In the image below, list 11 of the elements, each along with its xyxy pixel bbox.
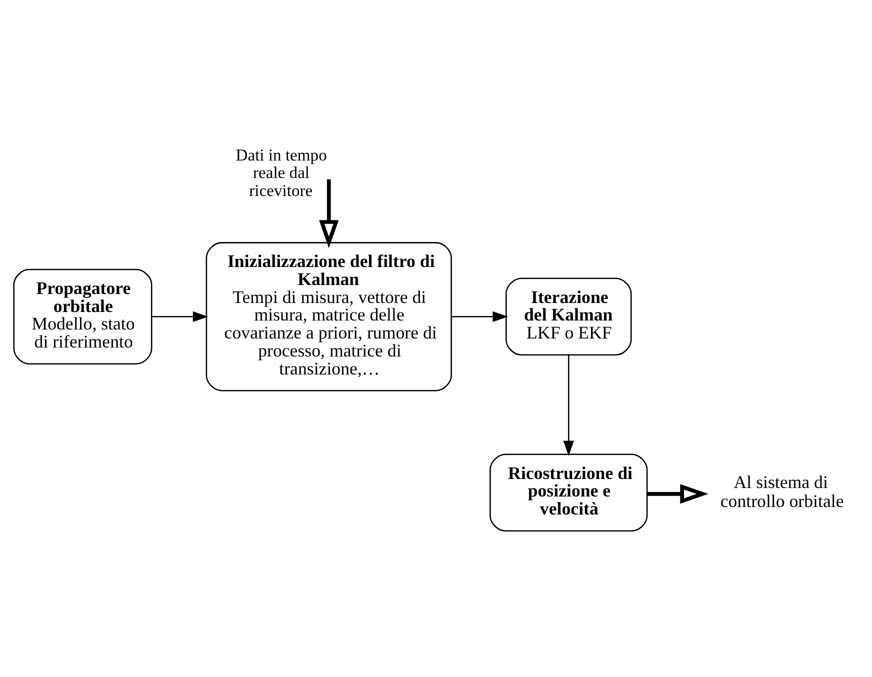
edge-label: Dati in tempo reale dal ricevitore bbox=[236, 144, 327, 200]
arrow bbox=[647, 484, 708, 504]
node-box: Inizializzazione del filtro di Kalman Tempi di misura, vettore di misura, matrice delle covarianze a priori, rumore di processo, matrice di transizione,… bbox=[206, 242, 452, 391]
arrow bbox=[152, 310, 208, 322]
node-text: Al sistema di controllo orbitale bbox=[720, 471, 844, 510]
node-box: Propagatore orbitale Modello, stato di riferimento bbox=[13, 268, 152, 364]
arrow bbox=[452, 310, 508, 322]
arrow bbox=[319, 178, 339, 248]
node-box: Ricostruzione di posizione e velocità bbox=[490, 453, 648, 532]
node-box: Iterazione del Kalman LKF o EKF bbox=[506, 277, 632, 356]
arrow bbox=[563, 354, 574, 456]
